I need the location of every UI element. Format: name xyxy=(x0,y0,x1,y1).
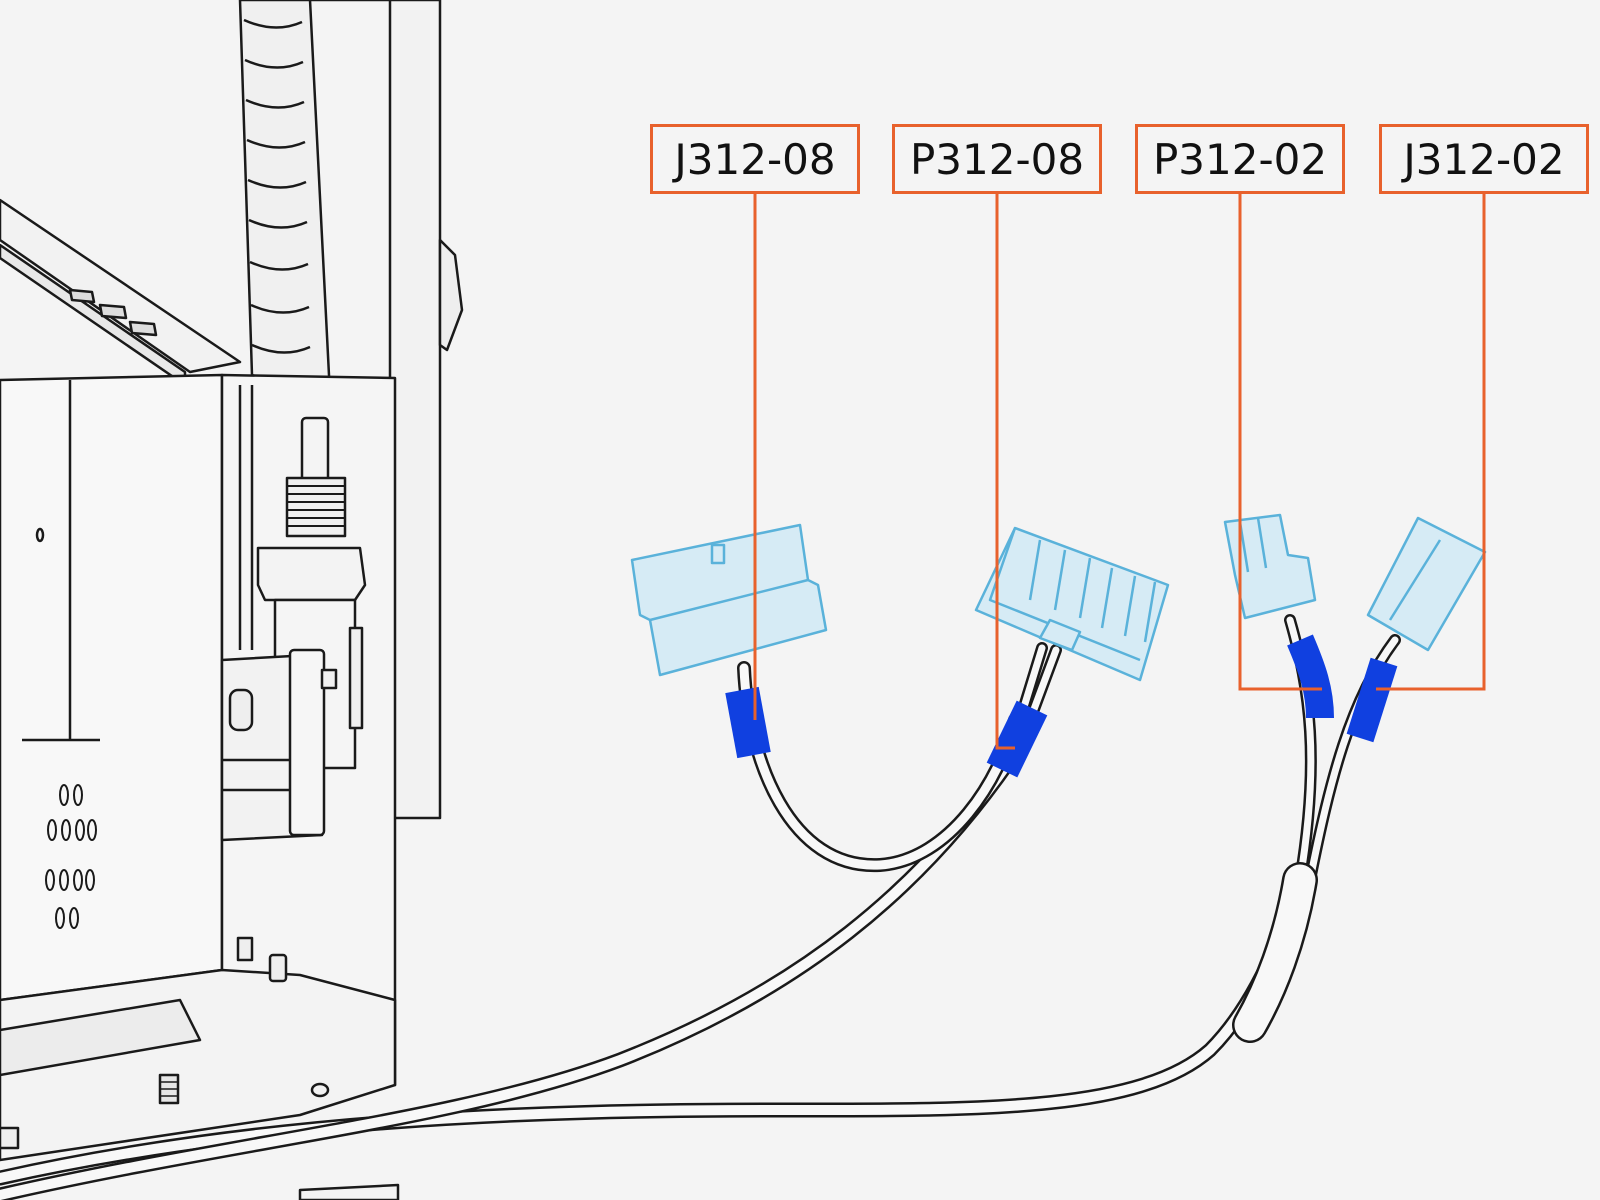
connector-p312-02 xyxy=(1223,513,1317,620)
callout-leaders xyxy=(753,194,1486,750)
wire-markers xyxy=(725,634,1398,778)
leader-p312-08 xyxy=(995,194,1015,750)
callout-j312-02: J312-02 xyxy=(1379,124,1589,194)
leader-p312-02 xyxy=(1238,194,1322,691)
leader-j312-02 xyxy=(1376,194,1486,691)
machine-chassis xyxy=(0,0,464,1200)
connector-j312-02 xyxy=(1366,516,1487,652)
marker-p312-02 xyxy=(1287,634,1334,719)
marker-p312-08 xyxy=(986,700,1048,778)
callout-label: P312-02 xyxy=(1152,134,1328,184)
callout-p312-02: P312-02 xyxy=(1135,124,1345,194)
marker-j312-02 xyxy=(1346,657,1398,743)
callout-label: P312-08 xyxy=(909,134,1085,184)
connector-p312-08 xyxy=(974,526,1170,682)
callout-label: J312-02 xyxy=(1403,134,1565,184)
callout-label: J312-08 xyxy=(674,134,836,184)
callout-j312-08: J312-08 xyxy=(650,124,860,194)
marker-j312-08 xyxy=(725,686,771,759)
connector-j312-08 xyxy=(630,523,828,677)
callout-p312-08: P312-08 xyxy=(892,124,1102,194)
